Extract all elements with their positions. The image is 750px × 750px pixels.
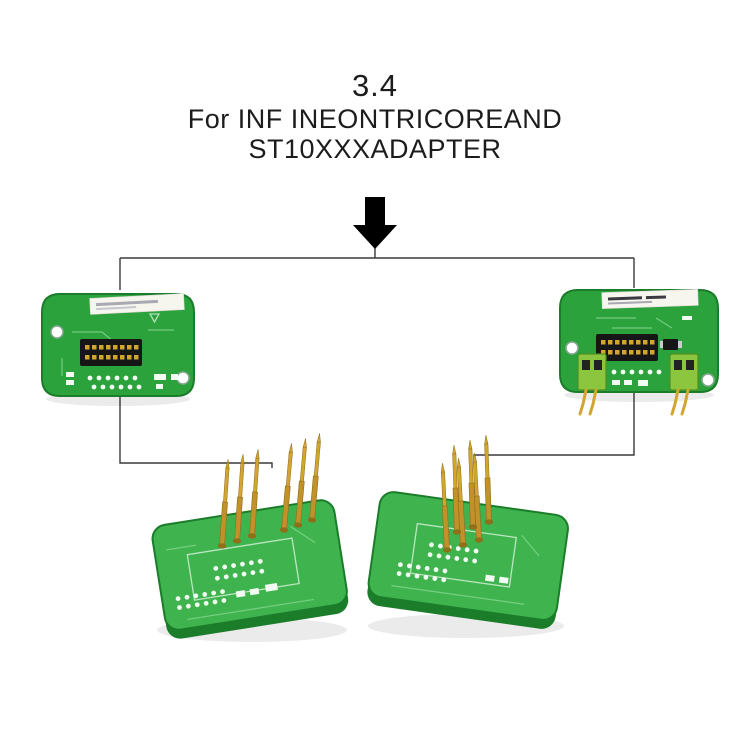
- mounting-hole: [50, 325, 64, 339]
- adapter-board-top-right: [559, 289, 719, 416]
- adapter-board-top-left: [41, 293, 195, 397]
- connector-line-bottom-right: [473, 392, 635, 462]
- probe-adapter-board-bottom-left: [151, 432, 349, 639]
- title-block: 3.4 For INF INEONTRICOREAND ST10XXXADAPT…: [0, 68, 750, 164]
- label-sticker: [601, 289, 699, 309]
- mounting-hole: [176, 371, 190, 385]
- connector-line-top: [119, 247, 635, 290]
- title-line-1: For INF INEONTRICOREAND: [187, 104, 563, 134]
- title-line-2: ST10XXXADAPTER: [248, 134, 502, 164]
- label-sticker: [89, 293, 185, 315]
- pcb-face: [151, 499, 349, 639]
- pcb-face: [367, 491, 569, 629]
- connector-lines: [119, 247, 635, 468]
- connector-line-bottom-left: [119, 396, 273, 468]
- pcb-traces: [596, 317, 673, 329]
- silkscreen-markings: [66, 313, 178, 390]
- mounting-hole: [565, 341, 579, 355]
- version-text: 3.4: [351, 68, 399, 103]
- probe-adapter-board-bottom-right: [367, 434, 569, 629]
- smd-component: [660, 339, 682, 350]
- terminal-block-right: [669, 353, 699, 416]
- pcb-traces: [61, 329, 174, 376]
- down-arrow-icon: [353, 197, 397, 249]
- pin-header-connector: [80, 339, 142, 366]
- terminal-block-left: [577, 353, 607, 416]
- silkscreen-markings: [611, 316, 692, 386]
- terminal-gold-pins: [670, 388, 690, 416]
- terminal-gold-pins: [578, 388, 598, 416]
- mounting-hole: [701, 373, 715, 387]
